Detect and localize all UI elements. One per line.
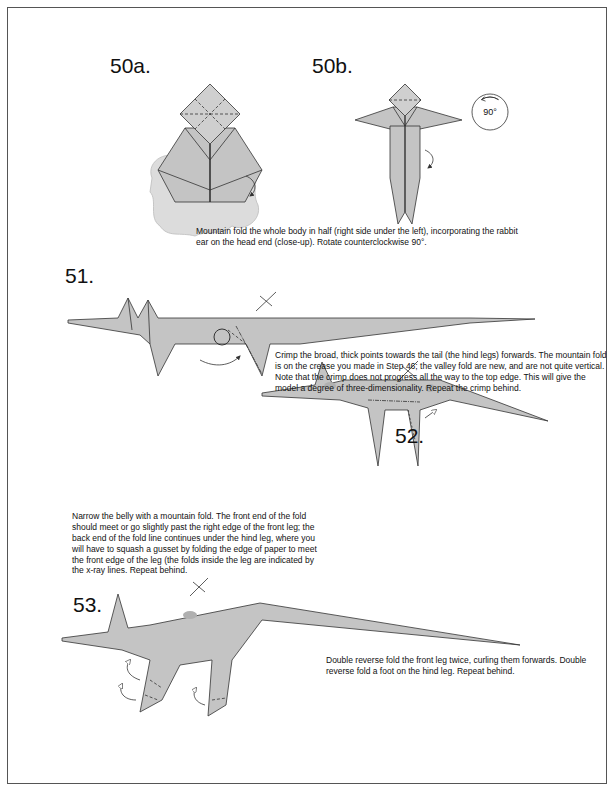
step-number: 52. xyxy=(395,424,455,447)
step-50b-figure xyxy=(355,84,462,224)
step-number: 53. xyxy=(73,593,133,616)
rotation-angle: 90° xyxy=(483,107,497,117)
instruction-text: Narrow the belly with a mountain fold. T… xyxy=(72,511,322,576)
instruction-text: Crimp the broad, thick points towards th… xyxy=(275,350,607,394)
circle-outline xyxy=(472,94,508,130)
step-number: 50a. xyxy=(110,54,180,77)
rotation-arrowhead xyxy=(482,97,486,102)
instruction-text: Double reverse fold the front leg twice,… xyxy=(326,655,604,677)
step-number: 51. xyxy=(65,264,125,287)
step-53-figure xyxy=(62,578,520,716)
step-50a-figure xyxy=(150,84,262,236)
instruction-text: Mountain fold the whole body in half (ri… xyxy=(196,226,518,248)
page-border xyxy=(8,8,607,784)
rotation-symbol: 90° xyxy=(470,92,510,132)
step-number: 50b. xyxy=(312,54,382,77)
